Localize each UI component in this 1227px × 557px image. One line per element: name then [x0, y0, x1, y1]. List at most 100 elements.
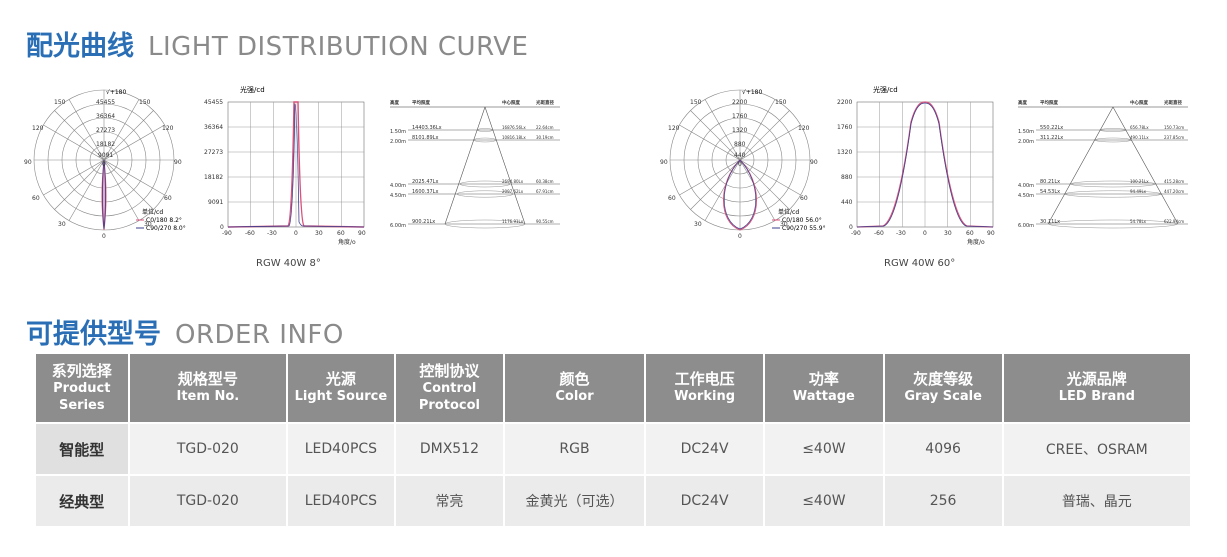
svg-text:22.64cm: 22.64cm: [536, 125, 554, 130]
svg-text:4.00m: 4.00m: [390, 183, 406, 189]
svg-text:1320: 1320: [732, 127, 747, 134]
svg-text:120: 120: [798, 125, 810, 132]
svg-text:9091: 9091: [208, 199, 223, 206]
svg-text:30.19cm: 30.19cm: [536, 135, 554, 140]
svg-text:18182: 18182: [204, 174, 223, 181]
svg-text:150: 150: [775, 99, 787, 106]
svg-text:4.50m: 4.50m: [390, 193, 406, 199]
svg-text:60: 60: [966, 230, 974, 237]
cell-series: 经典型: [36, 476, 128, 526]
svg-text:0: 0: [102, 161, 106, 168]
svg-text:30: 30: [144, 221, 152, 228]
svg-text:2694.80Lx: 2694.80Lx: [502, 179, 524, 184]
beam-table-60deg: 高度 平均照度 中心照度 光斑直径 1.50m 550.22Lx 656.78L…: [1018, 99, 1188, 229]
svg-text:90: 90: [810, 159, 818, 166]
order-title-cn: 可提供型号: [26, 319, 161, 350]
svg-text:90: 90: [174, 159, 182, 166]
svg-text:中心照度: 中心照度: [1130, 99, 1148, 106]
svg-text:-60: -60: [874, 230, 884, 237]
cell-light-source: LED40PCS: [288, 476, 394, 526]
svg-text:高度: 高度: [390, 99, 399, 106]
cell-gray-scale: 4096: [884, 424, 1002, 474]
svg-text:2097.62Lx: 2097.62Lx: [502, 189, 524, 194]
svg-text:30.11Lx: 30.11Lx: [1040, 219, 1060, 225]
svg-text:C0/180 56.0°: C0/180 56.0°: [782, 217, 822, 224]
cell-color: RGB: [505, 424, 644, 474]
svg-text:45455: 45455: [96, 99, 115, 106]
svg-text:80.21Lx: 80.21Lx: [1040, 179, 1060, 185]
svg-text:C0/180 8.2°: C0/180 8.2°: [146, 217, 182, 224]
svg-text:440: 440: [734, 152, 746, 159]
svg-text:-30: -30: [267, 230, 277, 237]
polar-diagram-8deg: √+180 45455 36364 27273 18182 9091 0 150…: [24, 89, 186, 240]
svg-text:440: 440: [841, 199, 853, 206]
svg-text:237.85cm: 237.85cm: [1164, 135, 1184, 140]
caption-60deg: RGW 40W 60°: [884, 258, 956, 269]
svg-text:-90: -90: [851, 230, 861, 237]
svg-text:中心照度: 中心照度: [502, 99, 520, 106]
cell-color: 金黄光（可选）: [505, 476, 644, 526]
svg-text:60: 60: [32, 195, 40, 202]
svg-text:光斑直径: 光斑直径: [535, 99, 554, 106]
svg-text:0: 0: [738, 161, 742, 168]
svg-text:-60: -60: [245, 230, 255, 237]
svg-text:0: 0: [294, 230, 298, 237]
svg-text:9091: 9091: [98, 152, 113, 159]
svg-text:6.00m: 6.00m: [390, 223, 406, 229]
svg-text:0: 0: [220, 224, 224, 231]
cell-item-no: TGD-020: [129, 424, 287, 474]
svg-text:2.00m: 2.00m: [390, 139, 406, 145]
polar-diagram-60deg: √+180 2200 1760 1320 880 440 0 150 150 1…: [660, 89, 826, 240]
svg-text:C90/270 8.0°: C90/270 8.0°: [146, 225, 186, 232]
svg-text:622.94cm: 622.94cm: [1164, 219, 1184, 224]
cell-working: DC24V: [645, 424, 764, 474]
svg-text:0: 0: [923, 230, 927, 237]
svg-text:1.50m: 1.50m: [1018, 129, 1034, 135]
svg-text:60.38cm: 60.38cm: [536, 179, 554, 184]
svg-text:150: 150: [139, 99, 151, 106]
cartesian-chart-60deg: 光强/cd 2200 1760 1320 880 440 0 -90 -60 -…: [837, 85, 995, 246]
caption-8deg: RGW 40W 8°: [256, 258, 321, 269]
cell-item-no: TGD-020: [129, 476, 287, 526]
svg-text:27273: 27273: [96, 127, 115, 134]
svg-text:550.22Lx: 550.22Lx: [1040, 125, 1063, 131]
svg-text:14403.36Lx: 14403.36Lx: [412, 125, 442, 131]
svg-text:4.50m: 4.50m: [1018, 193, 1034, 199]
svg-text:0: 0: [849, 224, 853, 231]
cell-light-source: LED40PCS: [288, 424, 394, 474]
svg-text:30: 30: [58, 221, 66, 228]
svg-text:30: 30: [780, 221, 788, 228]
svg-text:27273: 27273: [204, 149, 223, 156]
svg-text:30: 30: [694, 221, 702, 228]
svg-text:0: 0: [738, 233, 742, 240]
svg-text:4.00m: 4.00m: [1018, 183, 1034, 189]
beam-table-8deg: 高度 平均照度 中心照度 光斑直径 1.50m 14403.36Lx 16876…: [390, 99, 560, 229]
svg-text:100.21Lx: 100.21Lx: [1130, 179, 1149, 184]
svg-text:90: 90: [358, 230, 366, 237]
svg-text:角度/o: 角度/o: [338, 238, 356, 246]
svg-text:16876.56Lx: 16876.56Lx: [502, 125, 526, 130]
svg-text:2.00m: 2.00m: [1018, 139, 1034, 145]
cartesian-chart-8deg: 光强/cd 45455 36364 27273 18182 9091 0 -90…: [204, 85, 366, 246]
svg-text:90: 90: [24, 159, 32, 166]
svg-text:光强/cd: 光强/cd: [240, 85, 265, 94]
svg-text:90: 90: [660, 159, 668, 166]
svg-text:36364: 36364: [96, 113, 115, 120]
table-row: 智能型 TGD-020 LED40PCS DMX512 RGB DC24V ≤4…: [36, 424, 1190, 474]
svg-text:150: 150: [690, 99, 702, 106]
svg-text:54.78Lx: 54.78Lx: [1130, 219, 1147, 224]
cell-series: 智能型: [36, 424, 128, 474]
svg-text:1176.91Lx: 1176.91Lx: [502, 219, 524, 224]
order-title-en: ORDER INFO: [175, 320, 344, 350]
svg-text:-90: -90: [222, 230, 232, 237]
cell-wattage: ≤40W: [765, 424, 883, 474]
svg-text:C90/270 55.9°: C90/270 55.9°: [782, 225, 826, 232]
svg-text:-30: -30: [896, 230, 906, 237]
polar1-top: √+180: [106, 89, 126, 96]
